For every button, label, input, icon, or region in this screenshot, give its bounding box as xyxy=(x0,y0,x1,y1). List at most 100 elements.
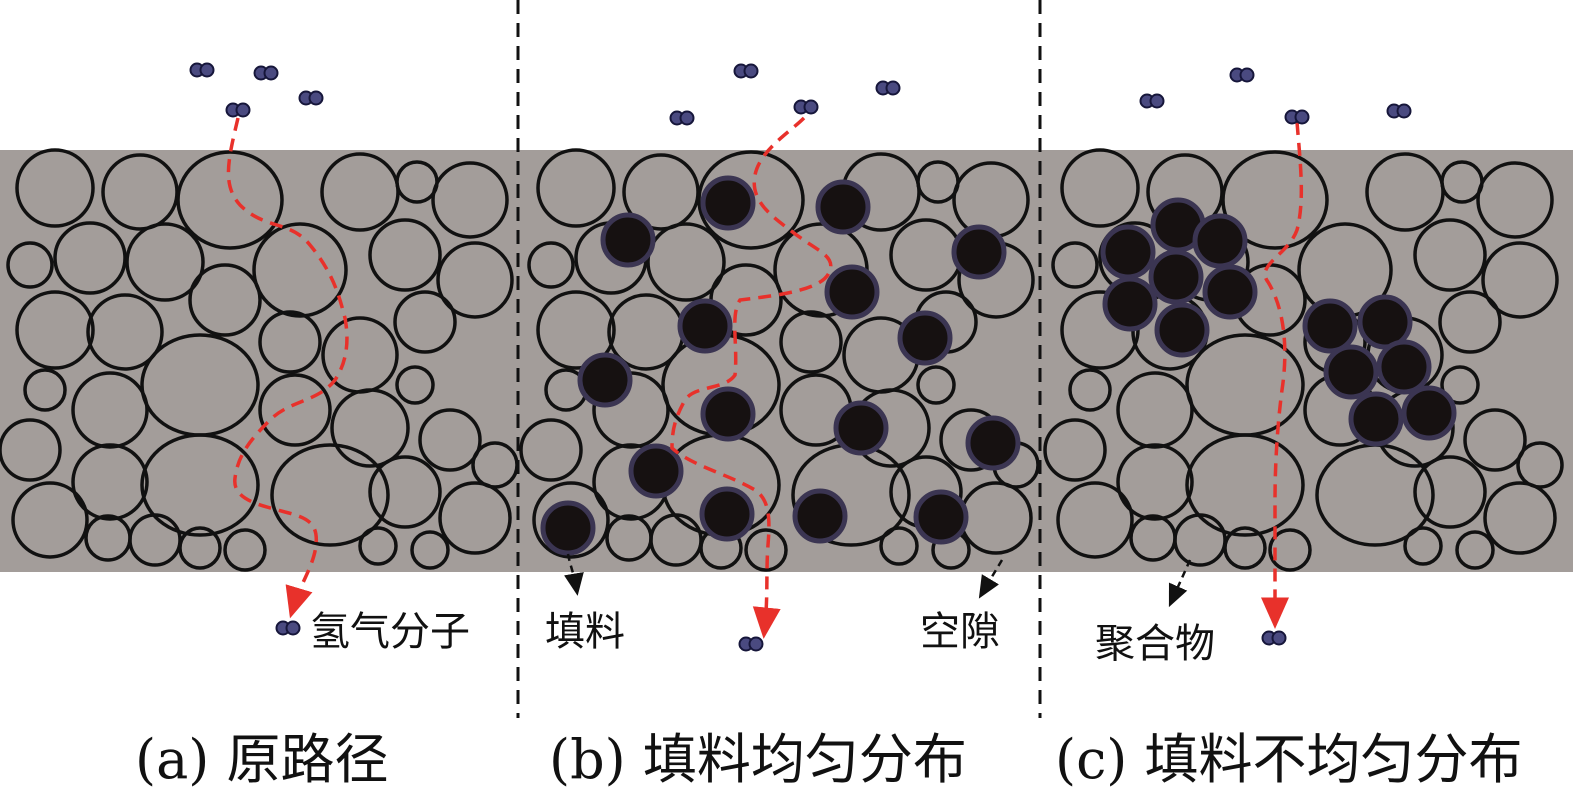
polymer-particle xyxy=(1060,148,1140,228)
filler-particle-layer xyxy=(540,175,1457,556)
hydrogen-molecule-icon xyxy=(253,65,279,81)
polymer-particle xyxy=(71,443,149,521)
polymer-particle xyxy=(1413,218,1487,292)
hydrogen-atom xyxy=(1271,630,1287,646)
polymer-particle xyxy=(258,373,332,447)
polymer-particle xyxy=(15,290,95,370)
hydrogen-molecule-icon xyxy=(1261,630,1287,646)
hydrogen-molecule-icon xyxy=(298,90,324,106)
filler-particle xyxy=(1154,302,1210,358)
filler-particle xyxy=(700,175,756,231)
filler-particle xyxy=(1202,264,1258,320)
filler-particle xyxy=(815,179,871,235)
hydrogen-molecule-icon xyxy=(738,636,764,652)
filler-pointer-arrow xyxy=(564,553,584,596)
polymer-particle xyxy=(1463,408,1527,472)
hydrogen-molecule-icon xyxy=(733,63,759,79)
polymer-particle xyxy=(1116,371,1194,449)
polymer-particle xyxy=(1476,161,1554,239)
hydrogen-molecule-icon xyxy=(669,110,695,126)
polymer-particle xyxy=(431,161,509,239)
polymer-particle xyxy=(646,222,726,302)
filler-particle xyxy=(540,500,596,556)
polymer-particle xyxy=(1043,418,1107,482)
polymer-particle xyxy=(1223,526,1267,570)
hydrogen-molecule-icon xyxy=(1284,109,1310,125)
hydrogen-molecule-icon xyxy=(1139,93,1165,109)
polymer-particle xyxy=(223,528,267,572)
filler-particle xyxy=(628,443,684,499)
polymer-particle xyxy=(71,371,149,449)
polymer-particle xyxy=(0,418,62,482)
filler-particle xyxy=(951,224,1007,280)
polymer-particle xyxy=(23,368,67,412)
filler-particle xyxy=(699,486,755,542)
filler-particle xyxy=(1376,339,1432,395)
hydrogen-atom xyxy=(285,620,301,636)
hydrogen-atom xyxy=(1294,109,1310,125)
polymer-particle xyxy=(532,481,610,559)
polymer-particle xyxy=(1481,241,1559,319)
hydrogen-atom xyxy=(885,80,901,96)
diffusion-path-a xyxy=(226,117,349,619)
polymer-particle xyxy=(436,241,514,319)
hydrogen-atom xyxy=(748,636,764,652)
polymer-particle xyxy=(270,443,390,547)
polymer-particle xyxy=(188,263,262,337)
panel-a-caption: (a) 原路径 xyxy=(135,728,389,791)
polymer-particle xyxy=(6,241,54,289)
polymer-particle xyxy=(178,526,222,570)
hydrogen-atom xyxy=(263,65,279,81)
polymer-particle xyxy=(418,408,482,472)
hydrogen-atom xyxy=(1149,93,1165,109)
filler-particle xyxy=(1323,344,1379,400)
polymer-particle xyxy=(395,365,435,405)
polymer-particle xyxy=(1403,526,1443,566)
filler-particle xyxy=(1192,213,1248,269)
polymer-particle xyxy=(140,433,260,537)
polymer-particle xyxy=(1455,530,1495,570)
filler-label: 填料 xyxy=(545,609,625,655)
hydrogen-atom xyxy=(743,63,759,79)
hydrogen-atom xyxy=(199,62,215,78)
polymer-particle xyxy=(410,530,450,570)
polymer-particle xyxy=(916,365,956,405)
polymer-particle xyxy=(1440,365,1480,405)
hydrogen-atom xyxy=(1396,103,1412,119)
polymer-particle xyxy=(125,222,205,302)
filler-particle xyxy=(700,386,756,442)
polymer-pointer-arrow xyxy=(1168,559,1192,608)
filler-particle xyxy=(792,488,848,544)
hydrogen-molecule-icon xyxy=(875,80,901,96)
filler-particle xyxy=(824,264,880,320)
polymer-particle xyxy=(779,310,843,374)
hydrogen-atom xyxy=(803,99,819,115)
hydrogen-atom xyxy=(1239,67,1255,83)
polymer-particle xyxy=(1483,481,1557,555)
polymer-particle xyxy=(1185,433,1305,537)
filler-particle xyxy=(600,212,656,268)
polymer-particle xyxy=(252,222,348,318)
polymer-particle xyxy=(438,481,512,555)
filler-particle xyxy=(833,400,889,456)
filler-particle xyxy=(1102,276,1158,332)
polymer-particle xyxy=(697,150,805,250)
diffusion-path-c xyxy=(1261,121,1304,629)
hydrogen-atom xyxy=(308,90,324,106)
void-label: 空隙 xyxy=(920,609,1000,655)
polymer-particle xyxy=(519,418,583,482)
polymer-particle xyxy=(358,526,398,566)
polymer-particle xyxy=(368,455,442,529)
filler-particle xyxy=(913,489,969,545)
hydrogen-molecule-icon xyxy=(1229,67,1255,83)
polymer-particle xyxy=(330,388,410,468)
hydrogen-molecule-icon xyxy=(1386,103,1412,119)
panel-b-caption: (b) 填料均匀分布 xyxy=(549,728,967,791)
filler-particle xyxy=(1357,294,1413,350)
polymer-particle xyxy=(744,528,788,572)
polymer-particle xyxy=(258,310,322,374)
polymer-particle xyxy=(15,148,95,228)
polymer-particle xyxy=(368,218,442,292)
panel-c-caption: (c) 填料不均匀分布 xyxy=(1055,728,1523,791)
